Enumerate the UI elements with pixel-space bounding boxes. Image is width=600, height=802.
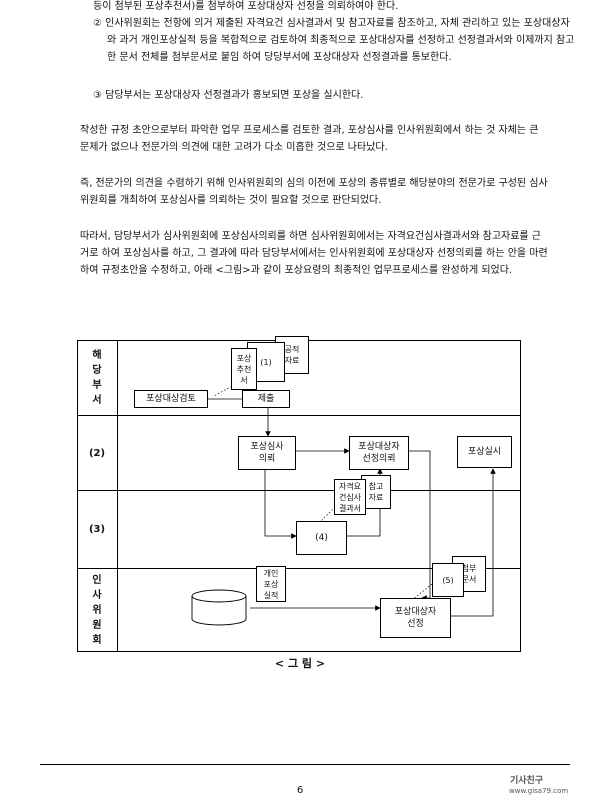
paragraph-review: 작성한 규정 초안으로부터 파악한 업무 프로세스를 검토한 결과, 포상심사를… xyxy=(80,125,539,153)
award-review-box: 포상대상검토 xyxy=(134,390,208,408)
page-number: 6 xyxy=(296,785,304,796)
paragraph-item-3: ③ 담당부서는 포상대상자 선정결과가 홍보되면 포상을 실시한다. xyxy=(93,90,364,101)
nomination-doc: 포상 추천 서 xyxy=(231,348,257,390)
lane-committee xyxy=(77,568,521,652)
database-icon xyxy=(191,589,247,626)
lane-label-department: 해 당 부 서 xyxy=(92,350,102,406)
qualification-result-doc: 자격요 건심사 결과서 xyxy=(334,479,366,515)
award-execution-box: 포상실시 xyxy=(457,436,512,468)
select-awardee-box: 포상대상자 선정 xyxy=(380,598,451,638)
lane-separator xyxy=(117,340,118,652)
lane-label-3: (3) xyxy=(88,524,106,535)
submit-box: 제출 xyxy=(242,390,290,408)
request-selection-box: 포상대상자 선정의뢰 xyxy=(349,436,409,470)
reference-doc: 참고 자료 xyxy=(361,475,391,509)
step-4-box: (4) xyxy=(296,521,347,555)
request-review-box: 포상심사 의뢰 xyxy=(238,436,296,470)
site-url: www.gisa79.com xyxy=(509,787,569,795)
paragraph-item-2: ② 인사위원회는 전항에 의거 제출된 자격요건 심사결과서 및 참고자료를 참… xyxy=(93,18,575,63)
paragraph-expert: 즉, 전문가의 의견을 수렴하기 위해 인사위원회의 심의 이전에 포상의 종류… xyxy=(80,178,548,206)
brand-logo: 기사친구 xyxy=(510,776,544,786)
figure-caption: < 그 림 > xyxy=(274,657,326,670)
step-5-label: (5) xyxy=(432,563,464,597)
lane-label-2: (2) xyxy=(88,447,106,459)
personal-award-record-doc: 개인 포상 실적 xyxy=(256,566,286,602)
paragraph-0: 등이 첨부된 포상추천서)를 첨부하여 포상대상자 선정을 의뢰하여야 한다. xyxy=(93,1,399,12)
paragraph-conclusion: 따라서, 담당부서가 심사위원회에 포상심사의뢰를 하면 심사위원회에서는 자격… xyxy=(80,231,548,276)
footer-divider xyxy=(40,764,570,765)
lane-label-committee: 인 사 위 원 회 xyxy=(92,574,102,646)
